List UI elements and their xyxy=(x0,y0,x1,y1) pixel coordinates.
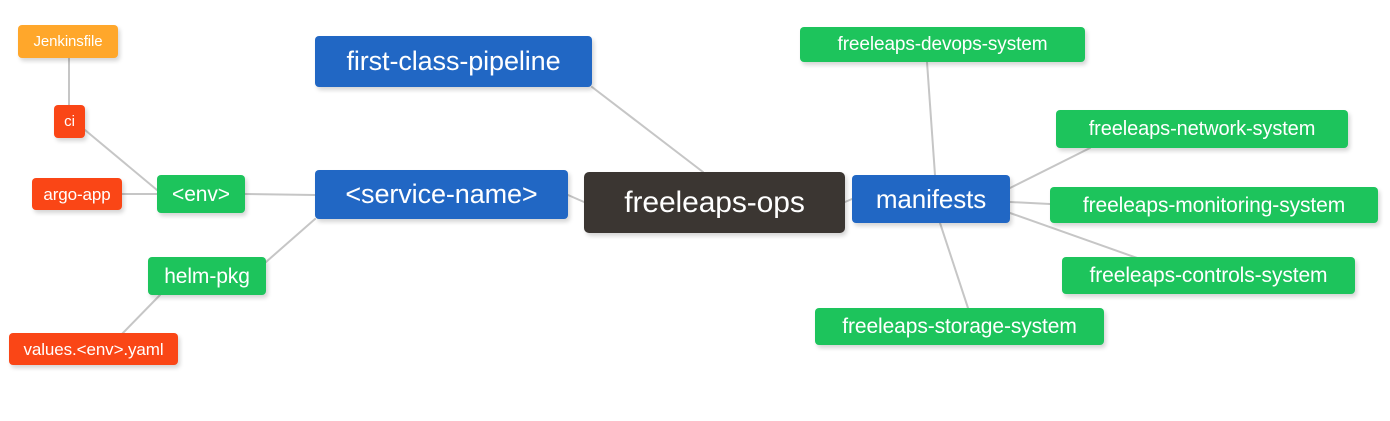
node-label: helm-pkg xyxy=(164,264,250,288)
node-helm-pkg[interactable]: helm-pkg xyxy=(148,257,266,295)
node-jenkinsfile[interactable]: Jenkinsfile xyxy=(18,25,118,58)
node-label: Jenkinsfile xyxy=(33,33,103,50)
node-freeleaps-network-system[interactable]: freeleaps-network-system xyxy=(1056,110,1348,148)
node-label: argo-app xyxy=(43,184,111,204)
edge-service-name-to-env xyxy=(244,193,316,196)
node-label: freeleaps-monitoring-system xyxy=(1082,193,1346,217)
node-env[interactable]: <env> xyxy=(157,175,245,213)
node-freeleaps-controls-system[interactable]: freeleaps-controls-system xyxy=(1062,257,1355,294)
edge-manifests-to-freeleaps-devops-system xyxy=(926,61,936,176)
node-label: freeleaps-devops-system xyxy=(837,34,1048,55)
node-freeleaps-devops-system[interactable]: freeleaps-devops-system xyxy=(800,27,1085,62)
edge-helm-pkg-to-values-yaml xyxy=(119,294,161,337)
edge-freeleaps-ops-to-first-class-pipeline xyxy=(591,86,704,173)
node-label: <env> xyxy=(172,182,230,206)
edge-freeleaps-ops-to-manifests xyxy=(844,198,853,203)
node-label: manifests xyxy=(875,184,987,214)
edge-manifests-to-freeleaps-storage-system xyxy=(939,222,969,309)
node-freeleaps-ops[interactable]: freeleaps-ops xyxy=(584,172,845,233)
node-label: freeleaps-controls-system xyxy=(1089,264,1328,287)
node-freeleaps-storage-system[interactable]: freeleaps-storage-system xyxy=(815,308,1104,345)
edge-freeleaps-ops-to-service-name xyxy=(567,194,585,203)
node-label: first-class-pipeline xyxy=(346,46,561,76)
node-label: values.<env>.yaml xyxy=(23,339,164,359)
edge-manifests-to-freeleaps-network-system xyxy=(1009,147,1091,189)
node-label: freeleaps-storage-system xyxy=(842,315,1077,338)
node-label: freeleaps-ops xyxy=(624,185,805,219)
node-values-yaml[interactable]: values.<env>.yaml xyxy=(9,333,178,365)
node-argo-app[interactable]: argo-app xyxy=(32,178,122,210)
node-label: ci xyxy=(64,113,75,130)
edge-manifests-to-freeleaps-monitoring-system xyxy=(1009,201,1051,205)
node-manifests[interactable]: manifests xyxy=(852,175,1010,223)
node-label: <service-name> xyxy=(345,179,538,209)
node-service-name[interactable]: <service-name> xyxy=(315,170,568,219)
node-label: freeleaps-network-system xyxy=(1088,118,1316,140)
node-freeleaps-monitoring-system[interactable]: freeleaps-monitoring-system xyxy=(1050,187,1378,223)
edge-service-name-to-helm-pkg xyxy=(265,218,316,263)
node-ci[interactable]: ci xyxy=(54,105,85,138)
node-first-class-pipeline[interactable]: first-class-pipeline xyxy=(315,36,592,87)
